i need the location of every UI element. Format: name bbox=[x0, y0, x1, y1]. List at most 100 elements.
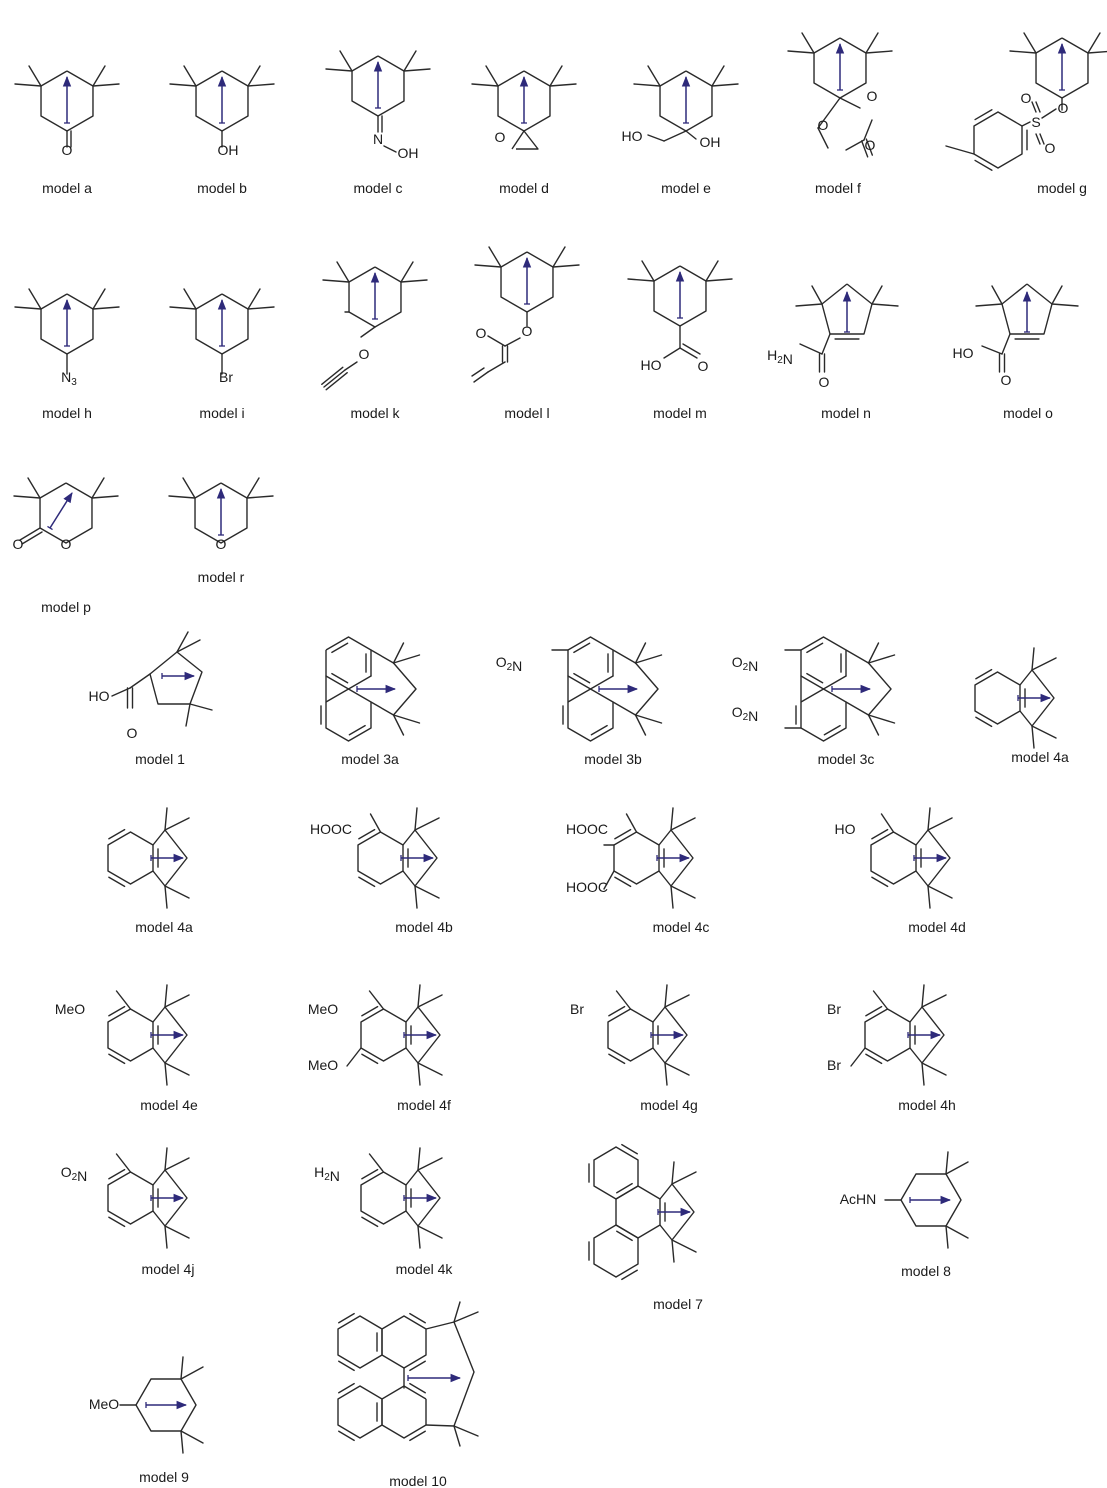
bond bbox=[246, 495, 274, 499]
atom-label: HOOC bbox=[566, 879, 608, 895]
bond bbox=[945, 145, 975, 155]
molecule-caption: model 4g bbox=[640, 1097, 698, 1113]
bond bbox=[417, 1062, 443, 1076]
double-bond bbox=[361, 1168, 379, 1180]
bond bbox=[414, 817, 440, 831]
bond bbox=[867, 654, 896, 664]
bond bbox=[872, 990, 889, 1010]
bond bbox=[417, 1225, 421, 1249]
atom-label: O bbox=[698, 358, 709, 374]
bond bbox=[549, 83, 577, 87]
molecule-caption: model g bbox=[1037, 180, 1087, 196]
atom-label: MeO bbox=[308, 1057, 338, 1073]
bond bbox=[945, 1161, 969, 1175]
atom-label: O bbox=[1058, 100, 1069, 116]
bond bbox=[1019, 669, 1055, 727]
double-bond bbox=[614, 876, 632, 888]
bond bbox=[867, 714, 880, 736]
bond bbox=[845, 649, 892, 716]
molecule-caption: model 8 bbox=[901, 1263, 951, 1279]
bond bbox=[787, 50, 815, 54]
double-bond bbox=[361, 1005, 379, 1017]
molecule-caption: model 3c bbox=[818, 751, 875, 767]
bond bbox=[685, 130, 697, 140]
molecule-caption: model 10 bbox=[389, 1473, 447, 1488]
double-bond bbox=[865, 1005, 883, 1017]
bond bbox=[417, 1157, 443, 1171]
bond bbox=[1031, 725, 1057, 739]
bond bbox=[168, 495, 196, 499]
bond bbox=[164, 1157, 190, 1171]
molecule-caption: model 4e bbox=[140, 1097, 198, 1113]
atom-label: N bbox=[373, 131, 383, 147]
atom-label: O bbox=[522, 323, 533, 339]
bond bbox=[1041, 108, 1057, 119]
bond bbox=[19, 527, 41, 541]
ring-bond bbox=[800, 688, 847, 742]
ring-bond bbox=[107, 831, 154, 885]
bond bbox=[471, 83, 499, 87]
atom-label: Br bbox=[827, 1057, 841, 1073]
bond bbox=[473, 371, 489, 383]
ring-bond bbox=[974, 671, 1021, 725]
bond bbox=[453, 1301, 461, 1323]
bond bbox=[612, 649, 659, 716]
atom-label: O bbox=[1021, 90, 1032, 106]
bond bbox=[183, 65, 197, 87]
bond bbox=[176, 639, 201, 653]
bond bbox=[670, 807, 674, 831]
bond bbox=[488, 246, 502, 268]
bond bbox=[670, 817, 696, 831]
bond bbox=[1021, 121, 1031, 127]
bond bbox=[664, 984, 668, 1008]
bond bbox=[92, 83, 120, 87]
bond bbox=[909, 1006, 945, 1064]
ring-bond bbox=[607, 1008, 654, 1062]
atom-label: HOOC bbox=[310, 821, 352, 837]
double-bond bbox=[975, 668, 993, 680]
bond bbox=[417, 1062, 421, 1086]
bond bbox=[927, 885, 953, 899]
atom-label: S bbox=[1031, 114, 1040, 130]
bond bbox=[27, 477, 41, 499]
double-bond bbox=[621, 1143, 638, 1155]
molecule-caption: model 4b bbox=[395, 919, 453, 935]
double-bond bbox=[621, 1269, 638, 1281]
bond bbox=[189, 703, 213, 711]
atom-label: Br bbox=[570, 1001, 584, 1017]
bond bbox=[164, 807, 168, 831]
double-bond bbox=[871, 828, 889, 840]
bond bbox=[336, 261, 350, 283]
molecule-caption: model m bbox=[653, 405, 707, 421]
ring-bond bbox=[864, 1008, 911, 1062]
bond bbox=[169, 306, 197, 310]
bond bbox=[1031, 101, 1037, 113]
ring-bond bbox=[870, 831, 917, 885]
bond bbox=[552, 264, 580, 268]
dipole-tail bbox=[47, 525, 53, 531]
molecule-caption: model b bbox=[197, 180, 247, 196]
bond bbox=[1009, 50, 1037, 54]
bond bbox=[647, 134, 665, 142]
bond bbox=[115, 990, 132, 1010]
bond bbox=[664, 994, 690, 1008]
ring-bond bbox=[357, 831, 404, 885]
bond bbox=[21, 531, 43, 545]
ring-bond bbox=[381, 1315, 427, 1369]
bond bbox=[453, 1425, 479, 1437]
double-bond bbox=[614, 828, 632, 840]
molecule-caption: model 4a bbox=[135, 919, 193, 935]
model-4g: Br model 4g bbox=[570, 984, 698, 1113]
molecule-caption: model p bbox=[41, 599, 91, 615]
bond bbox=[625, 813, 638, 833]
bond bbox=[921, 994, 947, 1008]
double-bond bbox=[338, 1382, 355, 1394]
double-bond bbox=[409, 1430, 426, 1442]
bond bbox=[247, 288, 261, 310]
molecule-caption: model 4d bbox=[908, 919, 966, 935]
